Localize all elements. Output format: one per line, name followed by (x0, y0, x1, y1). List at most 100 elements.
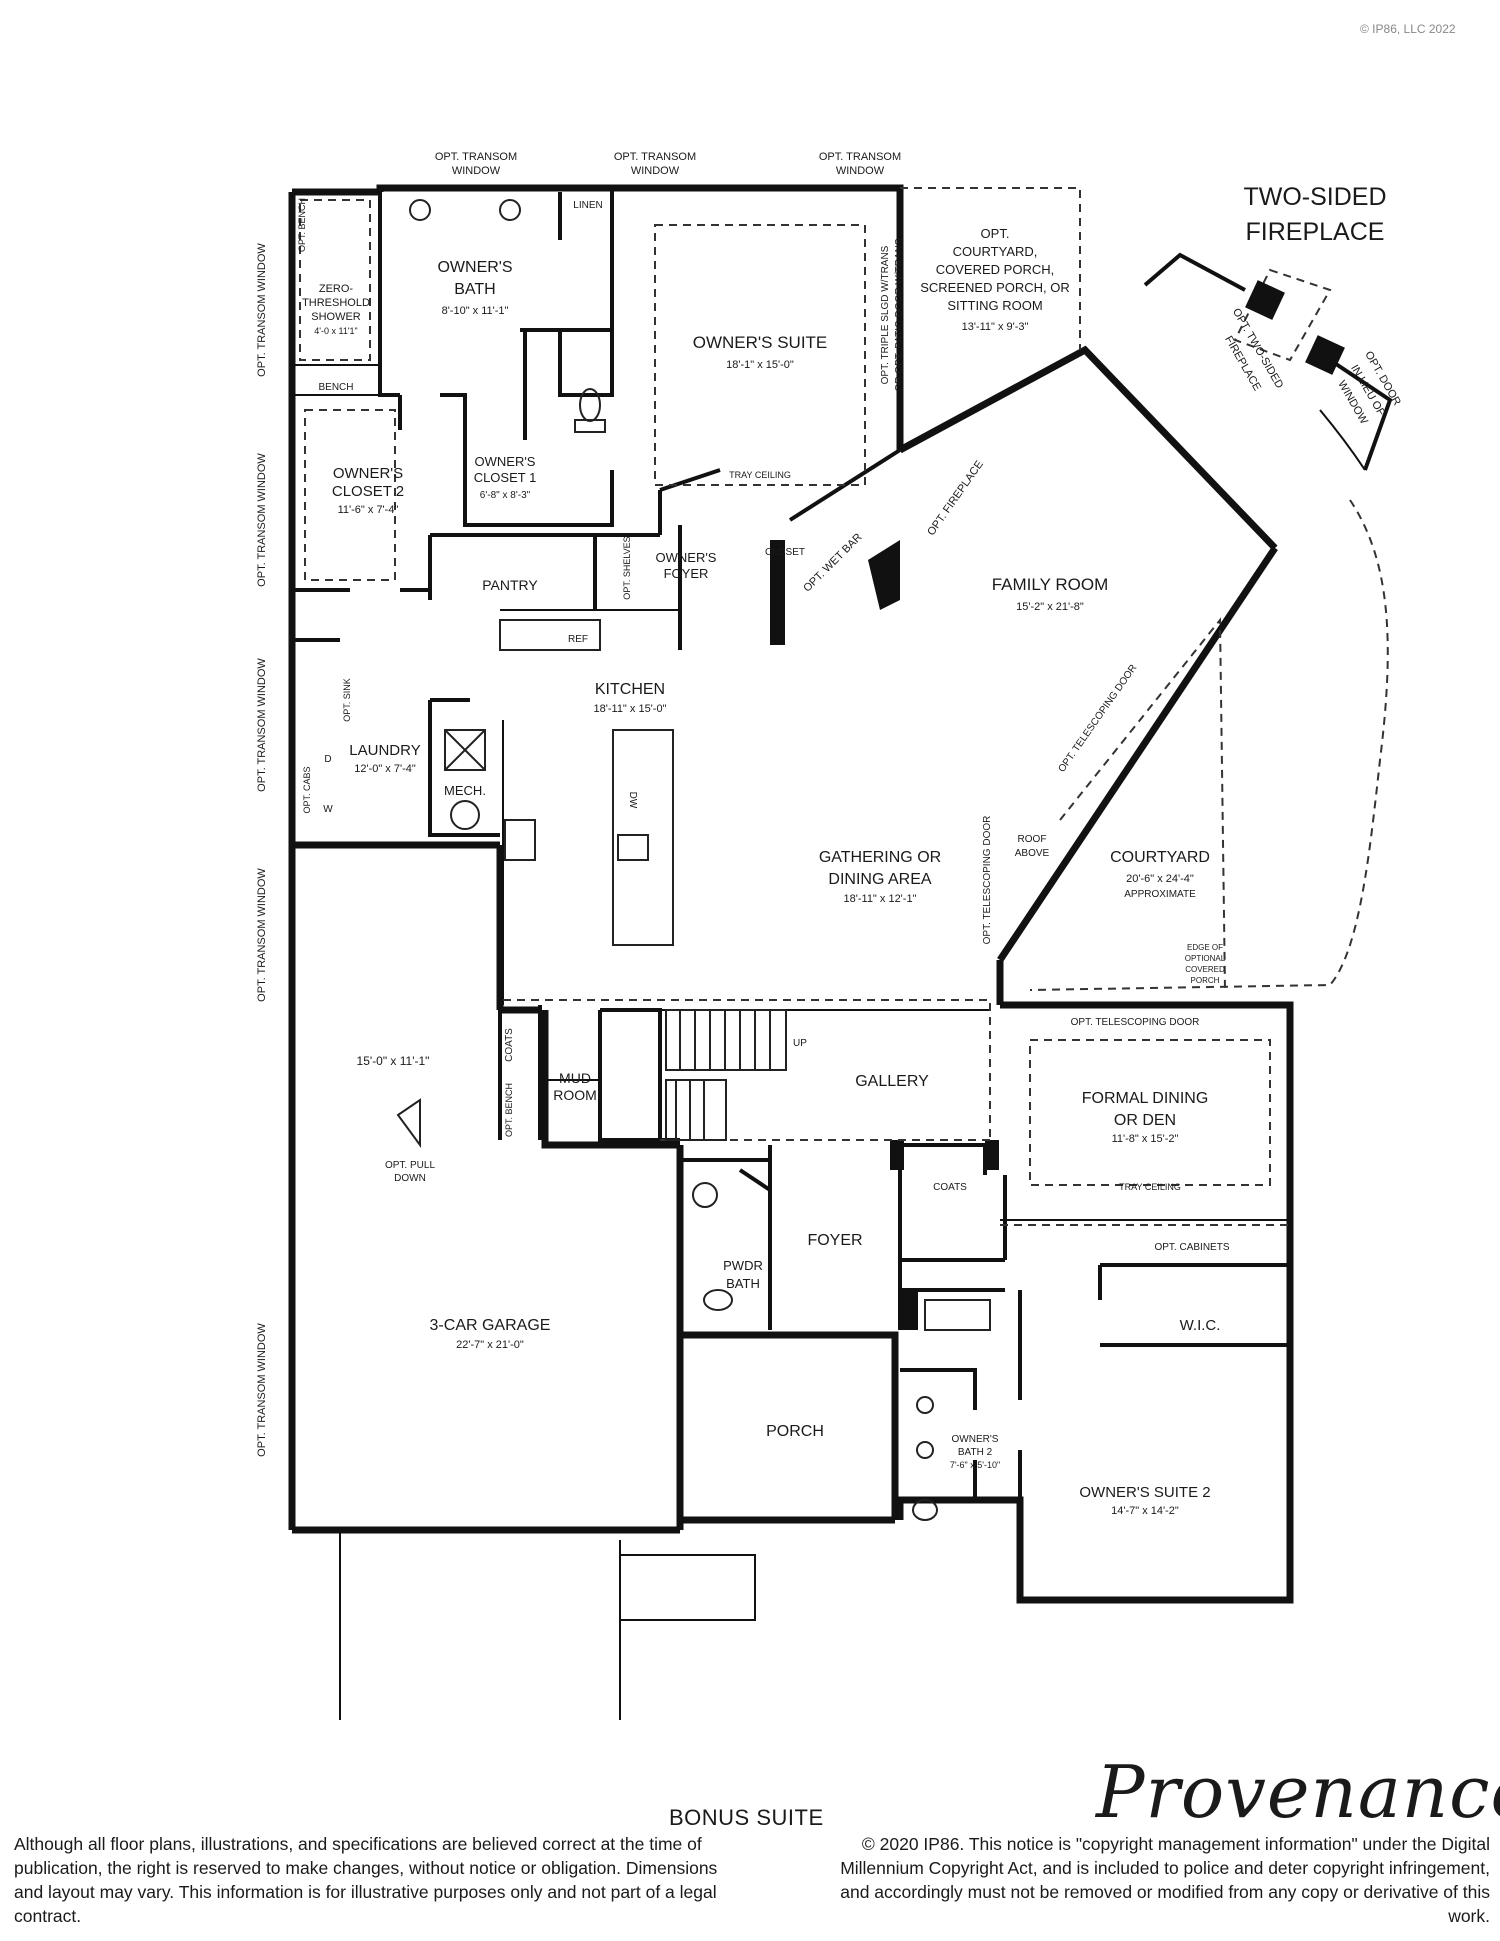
svg-text:GATHERING OR: GATHERING OR (819, 849, 941, 866)
svg-text:14'-7" x 14'-2": 14'-7" x 14'-2" (1111, 1505, 1179, 1517)
svg-text:OPT. TRANSOM WINDOW: OPT. TRANSOM WINDOW (256, 1323, 268, 1457)
svg-text:DINING AREA: DINING AREA (828, 871, 931, 888)
svg-text:CLOSET: CLOSET (765, 547, 805, 558)
svg-text:TRAY CEILING: TRAY CEILING (1119, 1182, 1181, 1192)
copyright-watermark: © IP86, LLC 2022 (1360, 22, 1456, 36)
svg-text:OWNER'S: OWNER'S (952, 1434, 999, 1445)
copyright-text: © 2020 IP86. This notice is "copyright m… (840, 1834, 1490, 1926)
floor-plan: TWO-SIDED FIREPLACE OPT. TRANSOM WINDOW … (256, 151, 1403, 1720)
svg-text:FORMAL DINING: FORMAL DINING (1082, 1090, 1209, 1107)
svg-text:11'-6" x 7'-4": 11'-6" x 7'-4" (338, 504, 399, 516)
svg-text:OPT. TRANSOM WINDOW: OPT. TRANSOM WINDOW (256, 243, 268, 377)
interior-walls (292, 188, 1290, 1500)
svg-text:TRAY CEILING: TRAY CEILING (729, 470, 791, 480)
svg-text:REF: REF (568, 634, 588, 645)
svg-text:D: D (324, 754, 331, 765)
svg-text:4'-0 x 11'1": 4'-0 x 11'1" (314, 326, 358, 336)
svg-text:ROOF: ROOF (1018, 834, 1047, 845)
svg-text:12'-0" x 7'-4": 12'-0" x 7'-4" (354, 763, 416, 775)
svg-text:OWNER'S: OWNER'S (656, 550, 717, 565)
svg-text:OPT. WET BAR: OPT. WET BAR (801, 531, 864, 594)
svg-text:KITCHEN: KITCHEN (595, 681, 665, 698)
svg-text:OPT. TELESCOPING DOOR: OPT. TELESCOPING DOOR (982, 816, 993, 945)
svg-text:OPT. TRANSOM WINDOW: OPT. TRANSOM WINDOW (256, 868, 268, 1002)
svg-text:CLOSET 1: CLOSET 1 (474, 470, 537, 485)
svg-text:FOYER: FOYER (807, 1232, 862, 1249)
staircase (665, 1009, 787, 1141)
svg-text:OPT. TELESCOPING DOOR: OPT. TELESCOPING DOOR (1071, 1017, 1200, 1028)
svg-text:OWNER'S: OWNER'S (333, 465, 403, 482)
svg-text:20'-6" x 24'-4": 20'-6" x 24'-4" (1126, 873, 1194, 885)
svg-text:OPT. TELESCOPING DOOR: OPT. TELESCOPING DOOR (1057, 663, 1140, 775)
svg-text:PORCH: PORCH (1191, 976, 1220, 985)
svg-text:SCREENED PORCH, OR: SCREENED PORCH, OR (920, 280, 1070, 295)
svg-text:MUD: MUD (559, 1070, 591, 1086)
svg-text:COVERED: COVERED (1185, 965, 1225, 974)
svg-text:OPT. BENCH: OPT. BENCH (297, 198, 307, 252)
svg-text:LINEN: LINEN (573, 200, 602, 211)
svg-text:WINDOW: WINDOW (631, 165, 680, 177)
svg-text:EDGE OF: EDGE OF (1187, 943, 1223, 952)
svg-text:ZERO-: ZERO- (319, 283, 354, 295)
svg-text:COURTYARD,: COURTYARD, (953, 244, 1038, 259)
svg-text:OR OPT. PATIO DOOR W/TRANS: OR OPT. PATIO DOOR W/TRANS (894, 238, 905, 391)
bonus-suite-label: BONUS SUITE (669, 1805, 824, 1830)
svg-text:18'-1" x 15'-0": 18'-1" x 15'-0" (726, 359, 794, 371)
svg-text:W: W (323, 804, 333, 815)
svg-text:SHOWER: SHOWER (311, 311, 361, 323)
brand-logo: Provenance (1096, 1750, 1500, 1834)
svg-text:OWNER'S: OWNER'S (475, 454, 536, 469)
svg-text:18'-11" x 15'-0": 18'-11" x 15'-0" (594, 703, 667, 715)
driveway (339, 1530, 756, 1720)
svg-text:W.I.C.: W.I.C. (1180, 1317, 1221, 1334)
svg-text:OPT. FIREPLACE: OPT. FIREPLACE (925, 459, 986, 538)
svg-text:OPT. TRANSOM WINDOW: OPT. TRANSOM WINDOW (256, 658, 268, 792)
svg-text:WINDOW: WINDOW (452, 165, 501, 177)
svg-text:COVERED PORCH,: COVERED PORCH, (936, 262, 1054, 277)
svg-text:15'-0" x 11'-1": 15'-0" x 11'-1" (357, 1054, 430, 1068)
svg-text:8'-10" x 11'-1": 8'-10" x 11'-1" (442, 305, 509, 317)
svg-text:COATS: COATS (933, 1182, 967, 1193)
svg-text:PORCH: PORCH (766, 1423, 824, 1440)
svg-text:THRESHOLD: THRESHOLD (302, 297, 370, 309)
svg-text:OPT. TRANSOM: OPT. TRANSOM (819, 151, 901, 163)
svg-text:BENCH: BENCH (318, 382, 353, 393)
svg-text:LAUNDRY: LAUNDRY (349, 742, 420, 759)
callout-two-sided-1: TWO-SIDED (1243, 183, 1386, 211)
svg-text:OPT. TRANSOM WINDOW: OPT. TRANSOM WINDOW (256, 453, 268, 587)
svg-text:OPT. PULL: OPT. PULL (385, 1160, 435, 1171)
svg-text:7'-6" x 5'-10": 7'-6" x 5'-10" (950, 1460, 1000, 1470)
svg-text:DW: DW (627, 792, 638, 809)
svg-text:UP: UP (793, 1038, 807, 1049)
svg-text:SITTING ROOM: SITTING ROOM (947, 298, 1042, 313)
svg-text:WINDOW: WINDOW (836, 165, 885, 177)
svg-text:FAMILY ROOM: FAMILY ROOM (992, 575, 1109, 594)
svg-text:OWNER'S SUITE: OWNER'S SUITE (693, 333, 828, 352)
svg-text:DOWN: DOWN (394, 1173, 426, 1184)
svg-text:OPT. TRIPLE SLGD W/TRANS: OPT. TRIPLE SLGD W/TRANS (880, 245, 891, 384)
svg-text:BATH: BATH (454, 281, 495, 298)
svg-text:OPT.: OPT. (981, 226, 1010, 241)
svg-text:OPT. TRANSOM: OPT. TRANSOM (614, 151, 696, 163)
fixtures (396, 199, 991, 1521)
svg-text:BATH: BATH (726, 1276, 760, 1291)
svg-text:6'-8" x 8'-3": 6'-8" x 8'-3" (480, 490, 531, 501)
disclaimer-text: Although all floor plans, illustrations,… (14, 1834, 718, 1926)
svg-text:BATH 2: BATH 2 (958, 1447, 993, 1458)
svg-text:3-CAR GARAGE: 3-CAR GARAGE (430, 1317, 551, 1334)
optional-areas (299, 187, 1389, 1226)
svg-text:22'-7" x 21'-0": 22'-7" x 21'-0" (456, 1339, 524, 1351)
svg-text:FOYER: FOYER (664, 566, 709, 581)
svg-text:OWNER'S: OWNER'S (437, 259, 512, 276)
svg-text:OPT. CABINETS: OPT. CABINETS (1154, 1242, 1229, 1253)
svg-text:OPT. BENCH: OPT. BENCH (504, 1083, 514, 1137)
svg-text:OPT. SINK: OPT. SINK (342, 678, 352, 722)
svg-text:MECH.: MECH. (444, 783, 486, 798)
svg-text:OWNER'S SUITE 2: OWNER'S SUITE 2 (1079, 1484, 1210, 1501)
svg-text:ROOM: ROOM (553, 1087, 597, 1103)
svg-text:15'-2" x 21'-8": 15'-2" x 21'-8" (1016, 601, 1084, 613)
svg-text:13'-11" x 9'-3": 13'-11" x 9'-3" (962, 321, 1029, 333)
svg-text:18'-11" x 12'-1": 18'-11" x 12'-1" (844, 893, 917, 905)
svg-text:GALLERY: GALLERY (855, 1073, 929, 1090)
svg-text:OPT. SHELVES: OPT. SHELVES (622, 536, 632, 599)
